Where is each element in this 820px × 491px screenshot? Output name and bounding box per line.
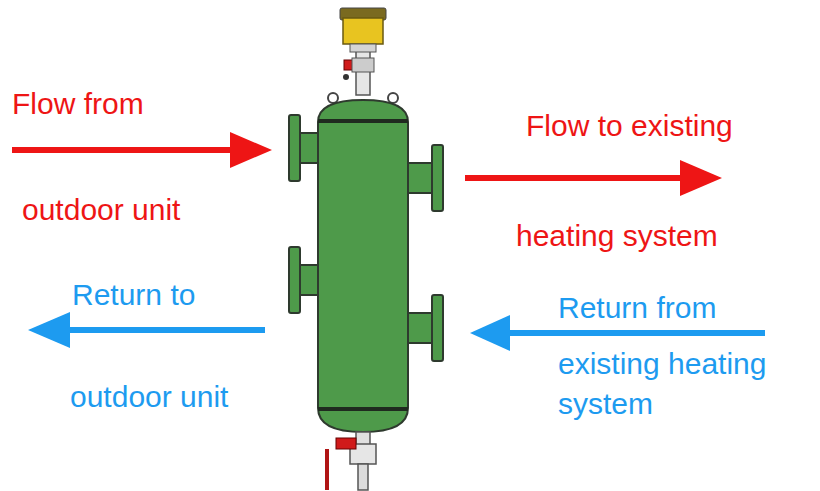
return-label: existing heating system bbox=[558, 344, 816, 424]
drain-valve bbox=[327, 432, 376, 490]
flow-label: Flow to existing bbox=[526, 106, 816, 146]
flow-label: outdoor unit bbox=[22, 190, 282, 230]
air-vent bbox=[340, 8, 386, 95]
flow-label: heating system bbox=[516, 216, 806, 256]
separator-body bbox=[318, 100, 408, 432]
flow-label: Flow from bbox=[12, 84, 272, 124]
return-label: Return to bbox=[72, 275, 292, 315]
return-label: Return from bbox=[558, 288, 808, 328]
return-label: outdoor unit bbox=[70, 377, 310, 417]
